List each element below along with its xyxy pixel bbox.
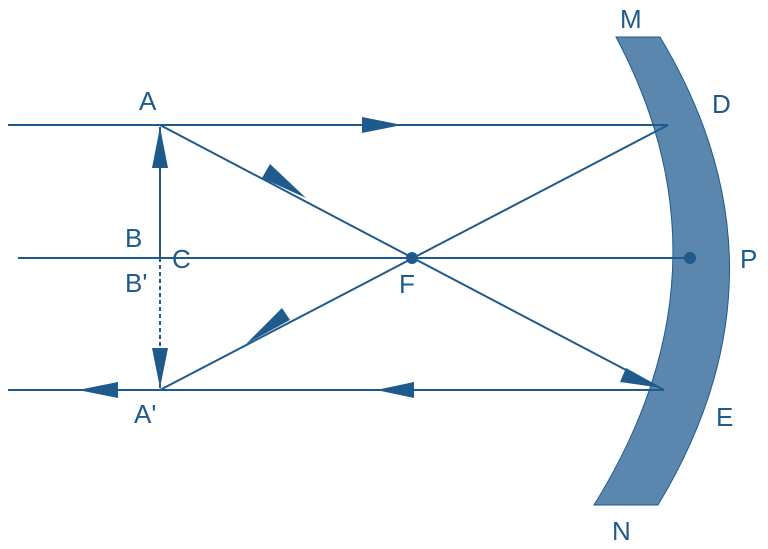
label-e: E bbox=[716, 402, 733, 432]
image-arrowhead bbox=[152, 348, 168, 388]
reflected-parallel-arrow-2 bbox=[78, 382, 118, 398]
focus-point bbox=[406, 252, 418, 264]
reflected-parallel-arrow-1 bbox=[376, 382, 414, 398]
focal-incident-arrow-1 bbox=[262, 164, 306, 198]
label-f: F bbox=[399, 269, 415, 299]
concave-mirror bbox=[593, 36, 730, 506]
label-d: D bbox=[712, 89, 731, 119]
reflected-focal-arrow bbox=[246, 308, 290, 344]
label-m: M bbox=[620, 4, 642, 34]
parallel-ray-arrow bbox=[362, 117, 402, 133]
label-b: B bbox=[125, 223, 142, 253]
focal-incident-arrow-2 bbox=[620, 368, 662, 388]
label-p: P bbox=[740, 244, 757, 274]
label-b-prime: B' bbox=[125, 268, 147, 298]
label-n: N bbox=[612, 516, 631, 546]
label-c: C bbox=[172, 244, 191, 274]
object-arrowhead bbox=[152, 127, 168, 168]
label-a: A bbox=[139, 86, 157, 116]
label-a-prime: A' bbox=[134, 399, 156, 429]
pole-point bbox=[684, 252, 696, 264]
